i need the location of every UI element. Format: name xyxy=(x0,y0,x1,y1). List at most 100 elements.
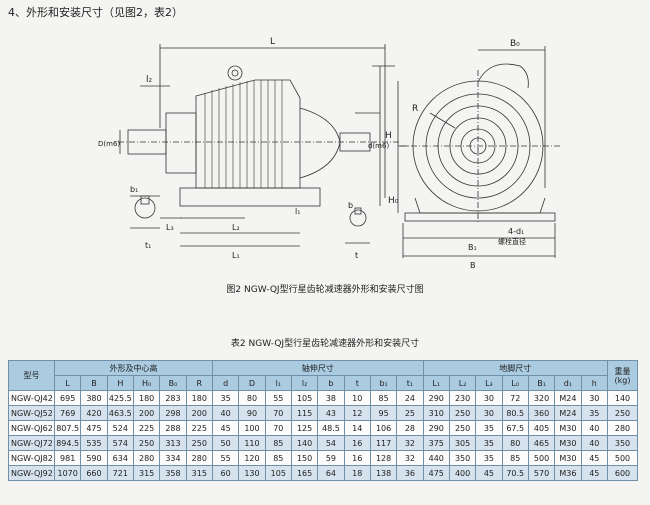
column-header: d xyxy=(211,375,240,391)
table-cell: 110 xyxy=(238,435,266,451)
table-cell: 60 xyxy=(211,465,240,481)
table-cell: 475 xyxy=(80,420,108,436)
table-cell: 769 xyxy=(53,405,82,421)
table-cell: 315 xyxy=(132,465,161,481)
table-cell: M24 xyxy=(554,405,582,421)
table-cell: 35 xyxy=(475,435,503,451)
table-cell: 894.5 xyxy=(53,435,82,451)
table-cell: 55 xyxy=(211,450,240,466)
section-title: 4、外形和安装尺寸（见图2，表2） xyxy=(8,6,183,19)
table-cell: 250 xyxy=(132,435,161,451)
header-group-foot: 地脚尺寸 xyxy=(422,360,609,376)
table-cell: 100 xyxy=(238,420,266,436)
table-cell: 380 xyxy=(80,390,108,406)
output-key-section xyxy=(349,209,367,227)
table-cell: 465 xyxy=(527,435,556,451)
label-B0: B₀ xyxy=(510,39,520,49)
table-cell: 334 xyxy=(159,450,187,466)
table-cell: 43 xyxy=(317,405,345,421)
table-cell: 38 xyxy=(317,390,345,406)
label-L1: L₁ xyxy=(232,251,240,260)
table-cell: 360 xyxy=(527,405,556,421)
table-cell: 30 xyxy=(475,390,503,406)
table-cell: 250 xyxy=(607,405,638,421)
table-cell: M24 xyxy=(554,390,582,406)
table-cell: 400 xyxy=(448,465,477,481)
table-cell: 117 xyxy=(369,435,398,451)
header-weight: 重量 (kg) xyxy=(607,360,638,391)
table-cell: 95 xyxy=(369,405,398,421)
table-cell: 125 xyxy=(290,420,319,436)
table-cell: 85 xyxy=(501,450,529,466)
table-cell: 18 xyxy=(343,465,371,481)
table-cell: 48.5 xyxy=(317,420,345,436)
table-cell: 64 xyxy=(317,465,345,481)
table-cell: 10 xyxy=(343,390,371,406)
label-L2: L₂ xyxy=(232,223,240,232)
table-cell: 140 xyxy=(290,435,319,451)
column-header: l₁ xyxy=(264,375,292,391)
model-cell: NGW-QJ82 xyxy=(8,450,55,466)
table-cell: 32 xyxy=(396,435,424,451)
label-b1: b₁ xyxy=(130,185,138,194)
table-cell: 70 xyxy=(264,405,292,421)
column-header: t₁ xyxy=(396,375,424,391)
table-cell: 420 xyxy=(80,405,108,421)
label-l1: l₁ xyxy=(295,207,300,216)
table-cell: 180 xyxy=(132,390,161,406)
table-cell: 45 xyxy=(580,450,609,466)
table-cell: 35 xyxy=(211,390,240,406)
table-cell: 35 xyxy=(475,450,503,466)
table-cell: 35 xyxy=(580,405,609,421)
table-cell: 440 xyxy=(422,450,450,466)
table-cell: 375 xyxy=(422,435,450,451)
table-cell: 634 xyxy=(106,450,134,466)
table-cell: 320 xyxy=(527,390,556,406)
table-cell: M30 xyxy=(554,450,582,466)
table-cell: 405 xyxy=(527,420,556,436)
table-cell: 105 xyxy=(264,465,292,481)
table-cell: 24 xyxy=(396,390,424,406)
column-header: B₀ xyxy=(159,375,187,391)
column-header: l₂ xyxy=(290,375,319,391)
table-cell: 72 xyxy=(501,390,529,406)
table-cell: 250 xyxy=(185,435,213,451)
table-cell: 40 xyxy=(580,435,609,451)
table-cell: 425.5 xyxy=(106,390,134,406)
table-cell: 59 xyxy=(317,450,345,466)
column-header: D xyxy=(238,375,266,391)
table-cell: 128 xyxy=(369,450,398,466)
table-cell: 14 xyxy=(343,420,371,436)
table-cell: 106 xyxy=(369,420,398,436)
input-key-section xyxy=(134,197,156,219)
table-cell: 120 xyxy=(238,450,266,466)
label-d: d(m6) xyxy=(368,142,389,150)
table-cell: 475 xyxy=(422,465,450,481)
table-cell: 250 xyxy=(448,420,477,436)
label-R: R xyxy=(412,104,418,114)
table-cell: 807.5 xyxy=(53,420,82,436)
table-cell: 298 xyxy=(159,405,187,421)
table-cell: 85 xyxy=(369,390,398,406)
model-cell: NGW-QJ52 xyxy=(8,405,55,421)
table-cell: 40 xyxy=(211,405,240,421)
table-cell: 310 xyxy=(422,405,450,421)
label-t: t xyxy=(355,251,358,260)
table-cell: 70 xyxy=(264,420,292,436)
label-holes-note: 螺栓直径 xyxy=(498,237,526,246)
table-cell: 80.5 xyxy=(501,405,529,421)
table-cell: 315 xyxy=(185,465,213,481)
table-cell: 225 xyxy=(132,420,161,436)
table-cell: 55 xyxy=(264,390,292,406)
table-cell: 463.5 xyxy=(106,405,134,421)
table-cell: M36 xyxy=(554,465,582,481)
table-cell: 30 xyxy=(580,390,609,406)
column-header: H₀ xyxy=(132,375,161,391)
column-header: B₁ xyxy=(527,375,556,391)
label-l2: l₂ xyxy=(146,75,153,85)
column-header: t xyxy=(343,375,371,391)
table-cell: 30 xyxy=(475,405,503,421)
table-cell: 350 xyxy=(448,450,477,466)
